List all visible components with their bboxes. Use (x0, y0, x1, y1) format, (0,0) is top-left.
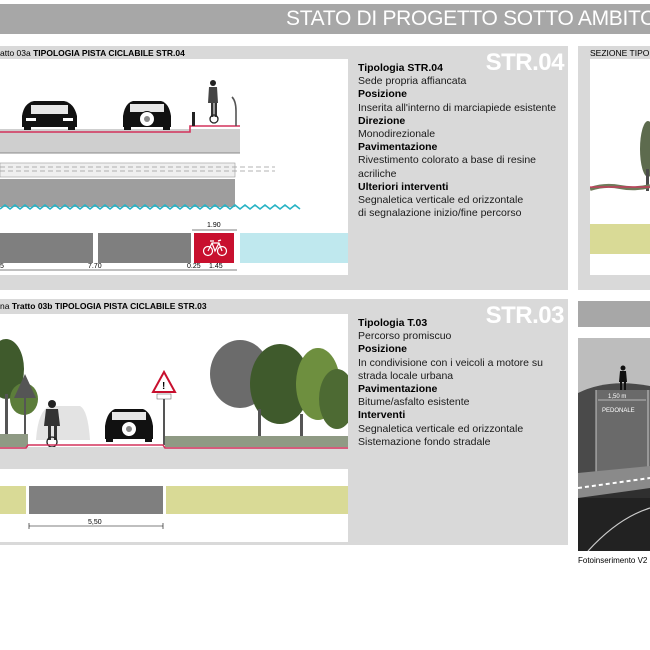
section-str03-info: Tipologia T.03 Percorso promiscuo Posizi… (358, 317, 558, 449)
car-rear-icon (123, 101, 171, 130)
plan-green-strip (590, 224, 650, 254)
info-heading: Posizione (358, 88, 408, 101)
info-heading: Ulteriori interventi (358, 180, 449, 193)
info-heading: Posizione (358, 343, 408, 356)
cross-section-str04: 1.90 5 7.70 0.25 1.45 (0, 80, 348, 271)
ground-layer (0, 447, 348, 469)
section-str04-drawing: 1.90 5 7.70 0.25 1.45 (0, 59, 348, 275)
info-line: Segnaletica verticale ed orizzontale (358, 422, 524, 435)
road-marking (587, 507, 650, 551)
info-line: Monodirezionale (358, 128, 436, 141)
cyclist-icon (36, 400, 90, 448)
page-title: STATO DI PROGETTO SOTTO AMBITO A2 (286, 7, 650, 30)
lamp-post-icon (231, 96, 237, 126)
photo-pedestrian-label: PEDONALE (602, 408, 635, 414)
info-line: Segnaletica verticale ed orizzontale (358, 194, 524, 207)
plan-water (240, 233, 348, 263)
bridge-deck (0, 162, 236, 178)
water-line (0, 203, 301, 211)
section-str03-panel: na Tratto 03b TIPOLOGIA PISTA CICLABILE … (0, 299, 568, 545)
info-line: Percorso promiscuo (358, 330, 452, 343)
photo-header-bar (578, 301, 650, 327)
page-header: STATO DI PROGETTO SOTTO AMBITO A2 (0, 4, 650, 34)
cross-section-str03: ! (0, 339, 348, 529)
section-str03-code: STR.03 (485, 302, 565, 329)
cross-section-tipo (590, 121, 650, 254)
dimension-kerb: 0.25 (187, 263, 201, 270)
photo-render: 1,50 m PEDONALE (578, 338, 650, 551)
section-str04-panel: atto 03a TIPOLOGIA PISTA CICLABILE STR.0… (0, 46, 568, 290)
plan-green-right (166, 486, 348, 514)
plan-green-left (0, 486, 26, 514)
cyclist-icon (208, 80, 219, 124)
plan-lane-2 (98, 233, 191, 263)
grass-right (165, 436, 348, 447)
dimension-road-width: 5,50 (88, 519, 102, 526)
info-line: Sede propria affiancata (358, 75, 467, 88)
road-outline (0, 444, 348, 449)
photo-dimension: 1,50 m (608, 394, 626, 400)
section-str04-title: atto 03a TIPOLOGIA PISTA CICLABILE STR.0… (0, 48, 185, 58)
section-str04-info: Tipologia STR.04 Sede propria affiancata… (358, 62, 558, 220)
car-rear-icon (105, 409, 153, 442)
guardrail-stripes (578, 477, 650, 489)
warning-sign-icon (14, 374, 36, 446)
info-line: Rivestimento colorato a base di resine (358, 154, 537, 167)
warning-sign-icon: ! (151, 369, 177, 445)
plan-road (29, 486, 163, 514)
sidewalk-slab (0, 129, 240, 153)
plan-lane-1 (0, 233, 93, 263)
dimension-carriageway: 7.70 (88, 263, 102, 270)
photo-insertion: 1,50 m PEDONALE (578, 338, 650, 551)
section-tipo-drawing (590, 59, 650, 275)
section-tipo-title: SEZIONE TIPO (590, 48, 650, 58)
car-front-icon (22, 101, 77, 130)
info-heading: Interventi (358, 409, 406, 422)
bike-lane-outline (0, 125, 240, 133)
tree-icon (640, 121, 650, 191)
info-line: Bitume/asfalto esistente (358, 396, 470, 409)
info-line: acriliche (358, 167, 397, 180)
info-line: Sistemazione fondo stradale (358, 435, 491, 448)
section-str03-title: na Tratto 03b TIPOLOGIA PISTA CICLABILE … (0, 301, 207, 311)
info-heading: Pavimentazione (358, 141, 438, 154)
dimension-bike-width: 1.90 (207, 222, 221, 229)
info-heading: Direzione (358, 114, 406, 127)
bridge-beam (0, 179, 235, 207)
info-heading: Pavimentazione (358, 383, 438, 396)
section-tipo-panel: SEZIONE TIPO (578, 46, 650, 290)
dimension-bike-lane: 1.45 (209, 263, 223, 270)
walkway-surface (596, 390, 650, 480)
pedestrian-icon (619, 365, 627, 390)
info-line: strada locale urbana (358, 369, 454, 382)
info-heading: Tipologia T.03 (358, 317, 428, 329)
section-str04-code: STR.04 (485, 49, 565, 76)
section-str03-drawing: ! (0, 314, 348, 542)
tree-group-icon (210, 340, 348, 444)
bollard-icon (192, 112, 195, 126)
svg-text:!: ! (162, 381, 165, 392)
info-line: di segnalazione inizio/fine percorso (358, 207, 522, 220)
info-heading: Tipologia STR.04 (358, 62, 443, 74)
photo-caption: Fotoinserimento V2 (578, 556, 648, 565)
info-line: In condivisione con i veicoli a motore s… (358, 356, 544, 369)
info-line: Inserita all'interno di marciapiede esis… (358, 101, 557, 114)
grass-left (0, 434, 28, 447)
road-surface (578, 498, 650, 551)
bicycle-icon (202, 239, 228, 257)
dimension-left: 5 (0, 263, 4, 270)
